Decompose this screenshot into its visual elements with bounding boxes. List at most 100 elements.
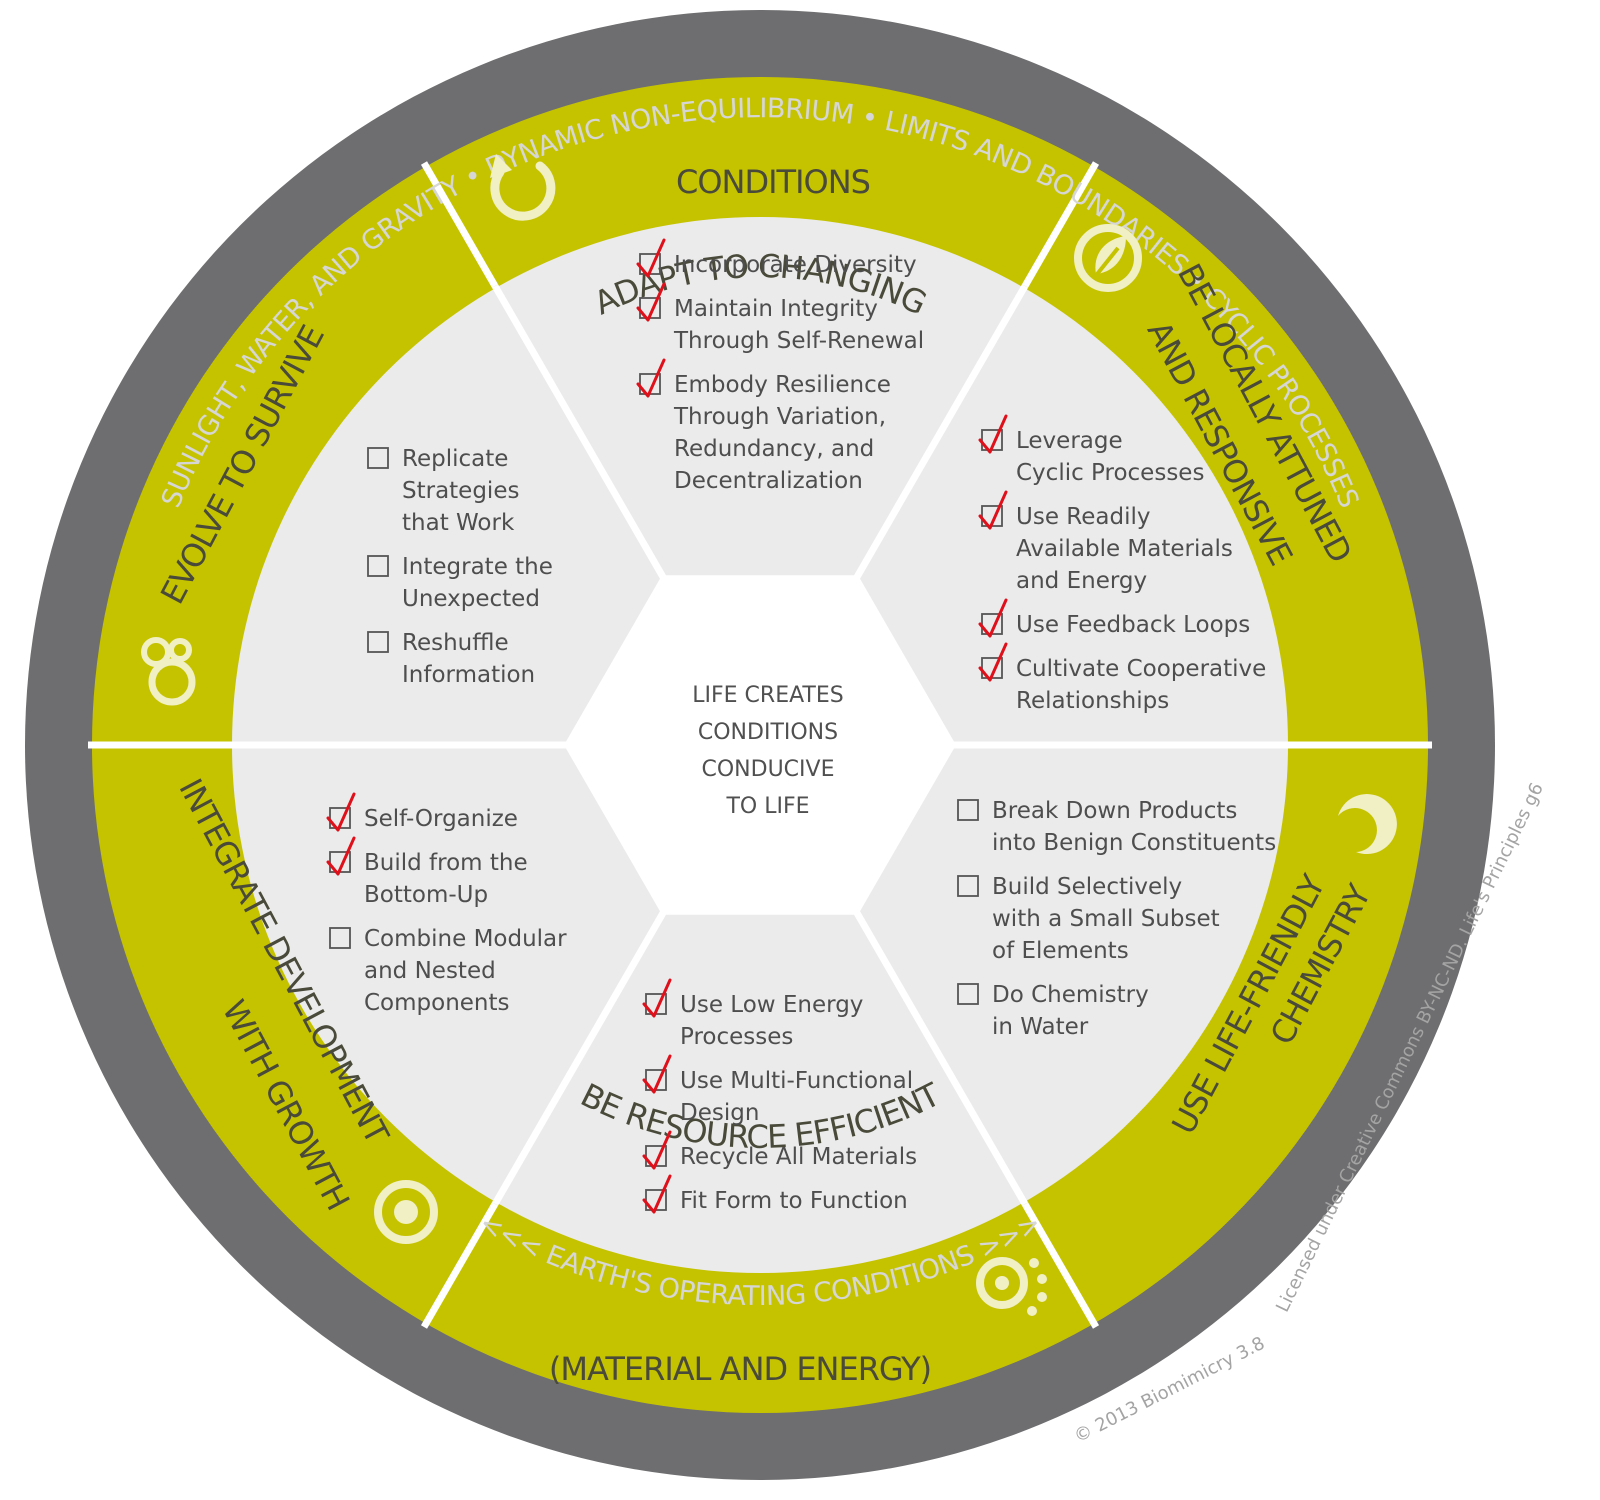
dots-swirl-icon <box>976 1257 1047 1316</box>
center-hexagon <box>564 575 956 915</box>
checkbox <box>957 875 979 897</box>
band-divider <box>1021 1202 1100 1329</box>
checklist-item: Build Selectively with a Small Subset of E… <box>957 874 1220 964</box>
checklist-item-text: and Energy <box>1016 568 1147 594</box>
checklist-item-text: Information <box>402 662 535 688</box>
checklist-item: Use Feedback Loops <box>978 598 1250 638</box>
checklist-item-text: Recycle All Materials <box>680 1144 917 1170</box>
checklist-item-text: Combine Modular <box>364 926 567 952</box>
sector-divider <box>851 907 1029 1206</box>
checkbox <box>329 927 351 949</box>
checkbox <box>957 983 979 1005</box>
sector-divider <box>491 907 669 1206</box>
leaf-icon <box>1074 224 1142 292</box>
bubbles-icon <box>141 637 196 706</box>
checklist-item-text: Build Selectively <box>992 874 1182 900</box>
checklist-item-text: that Work <box>402 510 515 536</box>
checklist-item-text: Use Low Energy <box>680 992 863 1018</box>
checkbox <box>367 555 389 577</box>
check-mark <box>636 282 666 322</box>
checklist-item-text: and Nested <box>364 958 496 984</box>
category-title-resource-line2: (MATERIAL AND ENERGY) <box>549 1350 931 1388</box>
checklist-item-text: Processes <box>680 1024 793 1050</box>
checklist-item-text: Maintain Integrity <box>674 296 878 322</box>
checklist-item-text: Components <box>364 990 510 1016</box>
check-mark <box>636 358 666 398</box>
checklist-item-text: Self-Organize <box>364 806 518 832</box>
checklist-item-text: Use Feedback Loops <box>1016 612 1250 638</box>
checklist-item: Fit Form to Function <box>642 1174 908 1214</box>
checklist-item-text: Fit Form to Function <box>680 1188 908 1214</box>
checklist-item-text: Design <box>680 1100 759 1126</box>
category-title-adapt-line2: CONDITIONS <box>676 163 870 201</box>
sector-dividers <box>230 284 1290 1206</box>
center-line-2: CONDITIONS <box>698 720 838 745</box>
checklist-item-text: Through Variation, <box>673 404 886 430</box>
sector-divider <box>491 284 669 583</box>
band-divider <box>420 1202 499 1329</box>
checklist-item-text: of Elements <box>992 938 1129 964</box>
band-divider <box>1021 161 1100 288</box>
checklist-item-text: Redundancy, and <box>674 436 874 462</box>
checklist-item-text: Strategies <box>402 478 519 504</box>
checklist-item-text: Use Readily <box>1016 504 1150 530</box>
center-text: LIFE CREATES CONDITIONS CONDUCIVE TO LIF… <box>692 683 844 819</box>
checklist-item-text: Incorporate Diversity <box>674 252 917 278</box>
check-mark <box>642 1054 672 1094</box>
check-mark <box>642 1130 672 1170</box>
checklist-item-text: Break Down Products <box>992 798 1237 824</box>
band-dividers <box>88 161 1432 1329</box>
check-mark <box>642 978 672 1018</box>
check-mark <box>642 1174 672 1214</box>
checkbox <box>367 631 389 653</box>
checklist-item-text: Reshuffle <box>402 630 509 656</box>
checklist-item-text: Build from the <box>364 850 528 876</box>
checklist-item-text: Integrate the <box>402 554 553 580</box>
checklist-item-text: Use Multi-Functional <box>680 1068 913 1094</box>
check-mark <box>326 792 356 832</box>
checklist-item-text: Through Self-Renewal <box>673 328 924 354</box>
target-icon <box>374 1180 438 1244</box>
check-mark <box>978 414 1008 454</box>
checklist-item-text: with a Small Subset <box>992 906 1220 932</box>
center-line-4: TO LIFE <box>725 794 809 819</box>
checklist-item: Self-Organize <box>326 792 518 832</box>
center-line-3: CONDUCIVE <box>702 757 835 782</box>
checkbox <box>957 799 979 821</box>
check-mark <box>978 490 1008 530</box>
checklist-item-text: Leverage <box>1016 428 1123 454</box>
checklist-item-text: in Water <box>992 1014 1089 1040</box>
check-mark <box>326 836 356 876</box>
check-mark <box>978 642 1008 682</box>
cycle-arrow-icon <box>490 154 556 221</box>
checklist-item-text: Cyclic Processes <box>1016 460 1204 486</box>
checklist-item-text: Unexpected <box>402 586 540 612</box>
checkbox <box>367 447 389 469</box>
check-mark <box>636 238 666 278</box>
check-mark <box>978 598 1008 638</box>
sector-divider <box>851 284 1029 583</box>
crescent-icon <box>1338 794 1397 855</box>
center-line-1: LIFE CREATES <box>692 683 844 708</box>
checklist-item-text: Relationships <box>1016 688 1169 714</box>
checklist-item-text: Cultivate Cooperative <box>1016 656 1266 682</box>
